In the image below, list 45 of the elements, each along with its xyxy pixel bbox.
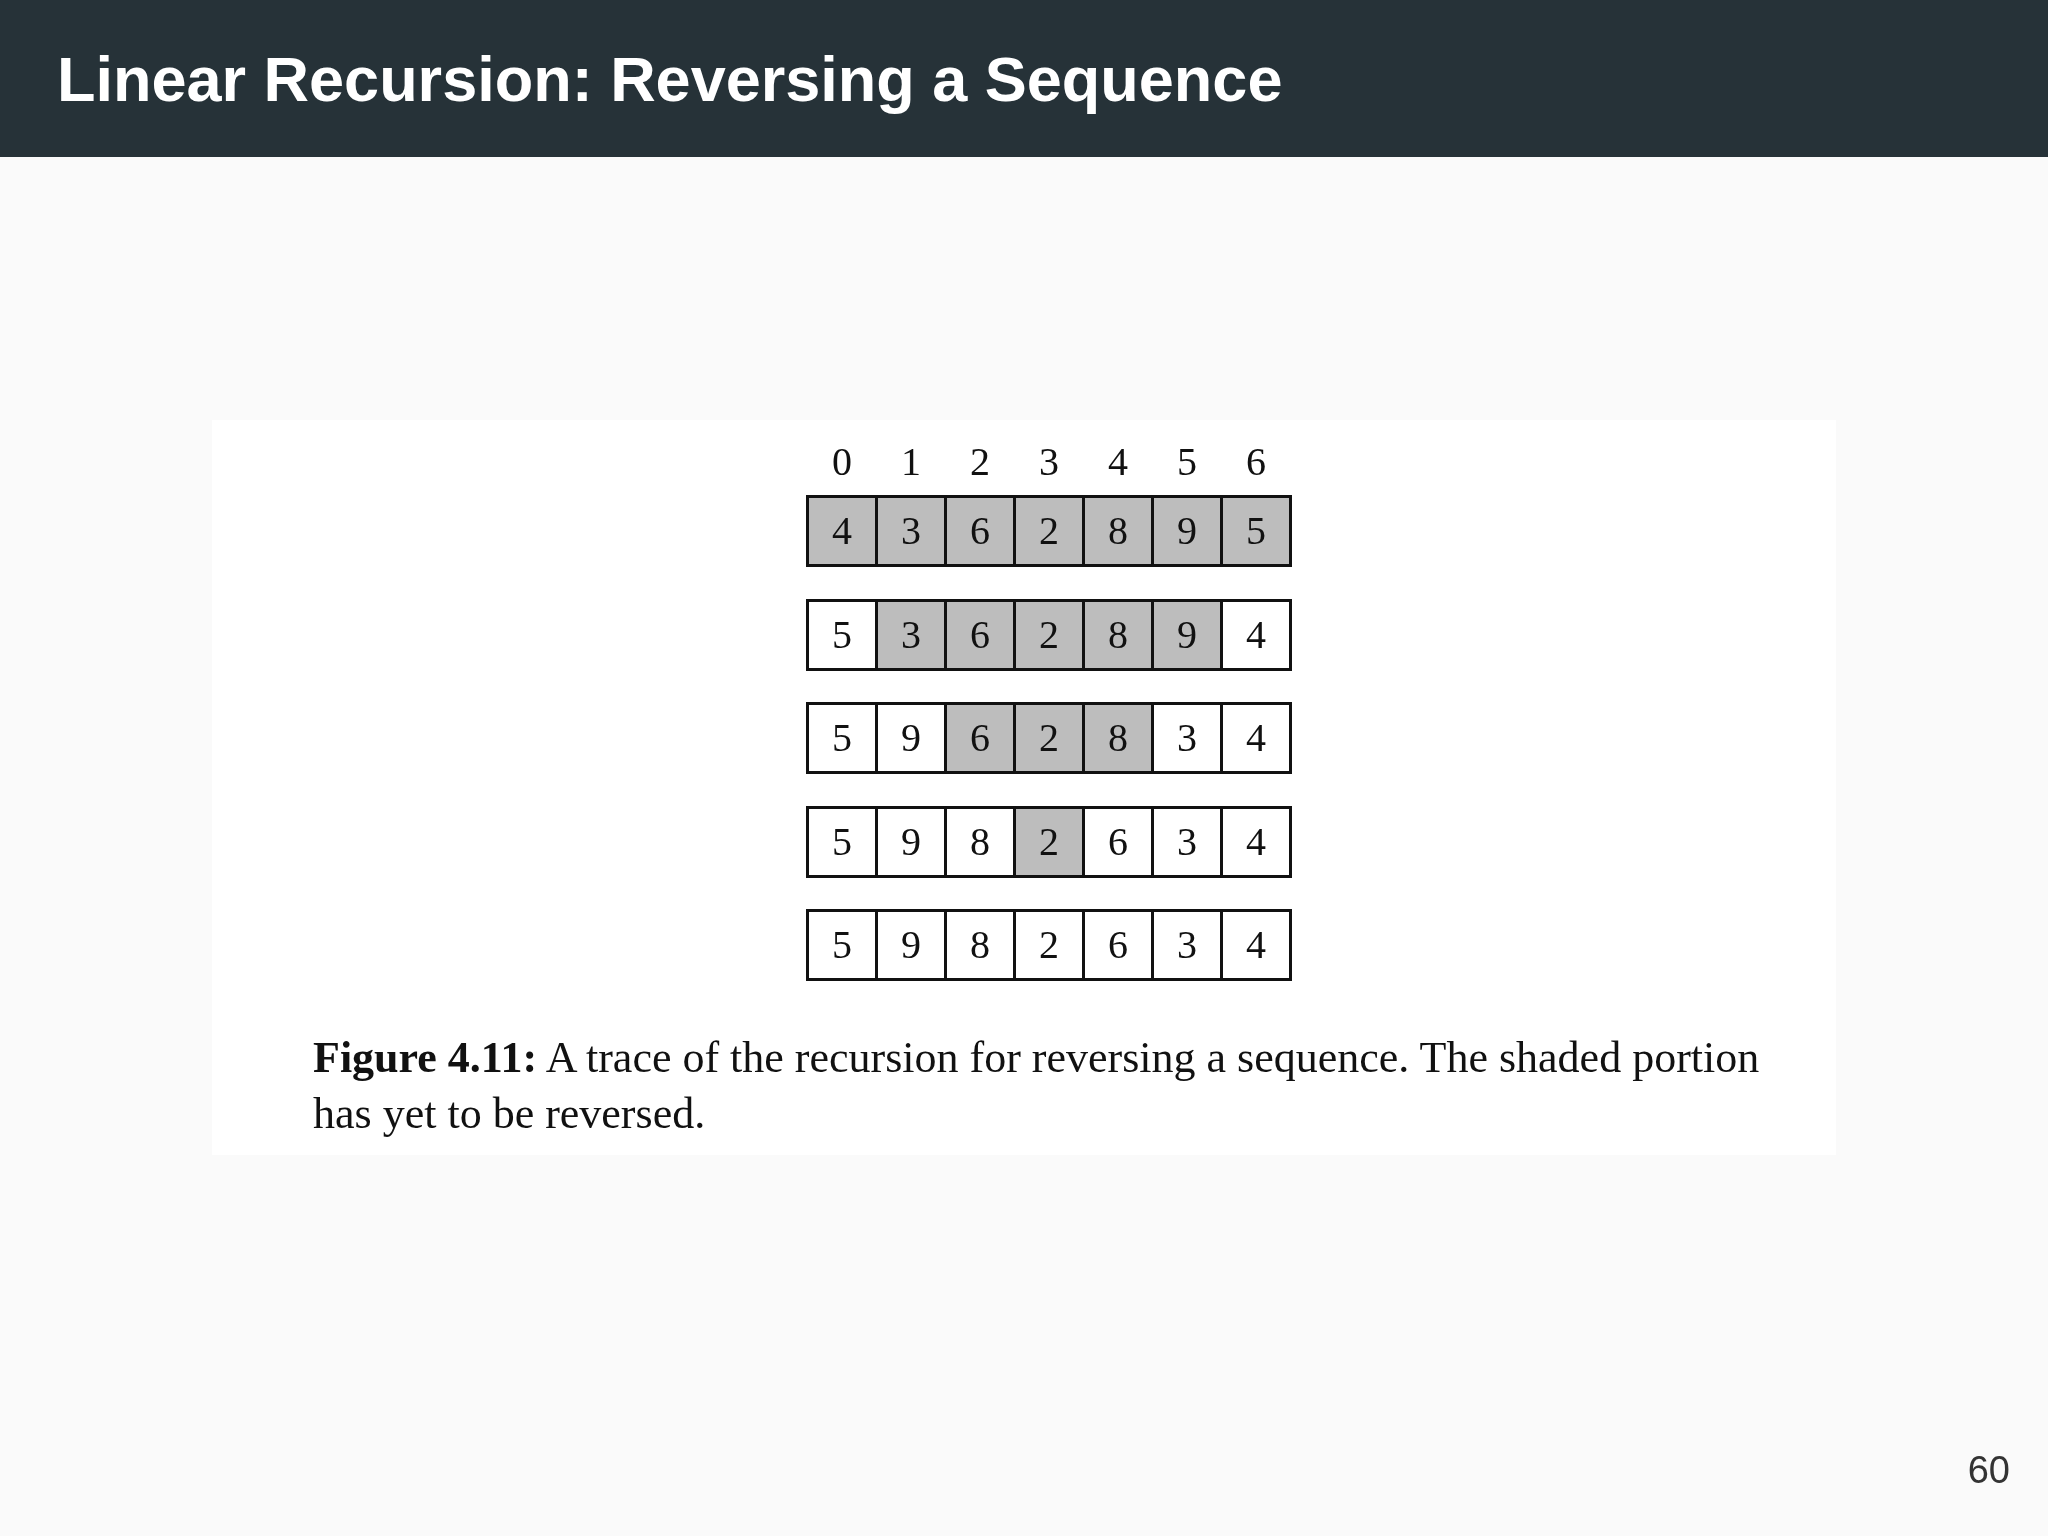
array-cell: 5 xyxy=(1220,495,1292,567)
array-cell: 5 xyxy=(806,598,878,671)
array-cell: 3 xyxy=(875,495,947,567)
array-cell: 8 xyxy=(944,805,1016,878)
array-cell: 2 xyxy=(1013,805,1085,878)
array-cell: 6 xyxy=(944,702,1016,774)
array-cell: 8 xyxy=(1082,495,1154,567)
array-cell: 6 xyxy=(1082,909,1154,981)
array-cell: 5 xyxy=(806,909,878,981)
array-cell: 4 xyxy=(806,495,878,567)
array-cell: 5 xyxy=(806,805,878,878)
index-number: 2 xyxy=(969,440,991,484)
array-cell: 6 xyxy=(1082,805,1154,878)
array-cell: 4 xyxy=(1220,598,1292,671)
array-cell: 4 xyxy=(1220,909,1292,981)
page-number: 60 xyxy=(1967,1448,2010,1492)
array-cell: 8 xyxy=(944,909,1016,981)
array-cell: 9 xyxy=(1151,495,1223,567)
array-cell: 3 xyxy=(1151,805,1223,878)
figure-caption: Figure 4.11: A trace of the recursion for reversing a sequence. The shaded portion has yet to be reversed. xyxy=(313,1032,1761,1140)
array-cell: 3 xyxy=(1151,909,1223,981)
index-number: 3 xyxy=(1038,440,1060,484)
index-number: 5 xyxy=(1176,440,1198,484)
array-cell: 2 xyxy=(1013,702,1085,774)
index-number: 0 xyxy=(831,440,853,484)
array-cell: 3 xyxy=(1151,702,1223,774)
slide-title: Linear Recursion: Reversing a Sequence xyxy=(57,43,1283,116)
array-cell: 6 xyxy=(944,598,1016,671)
index-number: 4 xyxy=(1107,440,1129,484)
index-number: 6 xyxy=(1245,440,1267,484)
array-cell: 4 xyxy=(1220,702,1292,774)
array-cell: 9 xyxy=(1151,598,1223,671)
array-cell: 5 xyxy=(806,702,878,774)
array-cell: 3 xyxy=(875,598,947,671)
array-cell: 8 xyxy=(1082,702,1154,774)
array-cell: 2 xyxy=(1013,495,1085,567)
array-cell: 9 xyxy=(875,702,947,774)
array-cell: 4 xyxy=(1220,805,1292,878)
array-cell: 2 xyxy=(1013,909,1085,981)
array-cell: 6 xyxy=(944,495,1016,567)
array-cell: 9 xyxy=(875,909,947,981)
array-cell: 9 xyxy=(875,805,947,878)
index-number: 1 xyxy=(900,440,922,484)
array-cell: 2 xyxy=(1013,598,1085,671)
array-cell: 8 xyxy=(1082,598,1154,671)
